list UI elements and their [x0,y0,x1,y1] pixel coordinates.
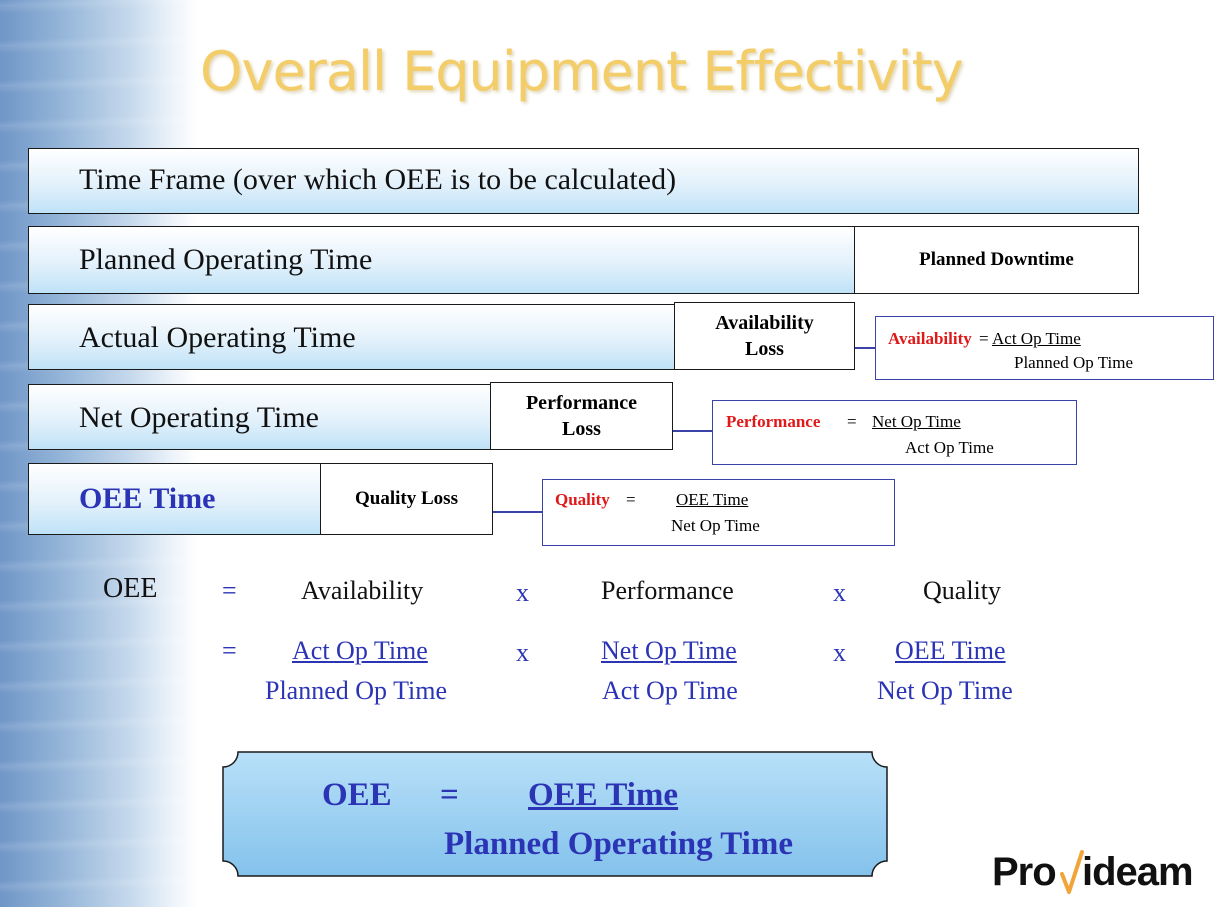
fraction3-denominator: Net Op Time [877,676,1013,705]
logo-check-icon [1060,850,1084,894]
provideam-logo: Pro ideam [992,850,1202,900]
fraction1-denominator: Planned Op Time [265,676,448,705]
summary-plaque [222,751,888,877]
oee-equation-eq-2: = [222,636,237,665]
oee-times-1: x [516,578,529,607]
oee-time-bar: OEE Time [28,463,322,535]
actual-operating-time-label: Actual Operating Time [79,321,356,354]
oee-times-4: x [833,638,846,667]
performance-loss-line2: Loss [562,418,601,440]
availability-loss-line1: Availability [715,312,814,334]
quality-formula-label: Quality [555,490,610,509]
quality-formula-eq: = [626,490,636,509]
time-frame-bar: Time Frame (over which OEE is to be calc… [28,148,1139,214]
performance-loss-line1: Performance [525,392,638,414]
sidebar-texture [0,0,198,907]
availability-formula-box: Availability = Act Op Time Planned Op Ti… [875,316,1214,380]
logo-text-right: ideam [1082,850,1194,894]
summary-numerator: OEE Time [528,777,679,813]
planned-downtime-label: Planned Downtime [919,248,1074,270]
quality-formula-denominator: Net Op Time [671,516,760,535]
performance-connector [673,430,713,432]
availability-connector [855,347,876,349]
quality-connector [493,511,543,513]
time-frame-label: Time Frame (over which OEE is to be calc… [79,163,677,196]
fraction2-denominator: Act Op Time [602,676,738,705]
quality-loss-label: Quality Loss [355,487,458,509]
summary-denominator: Planned Operating Time [444,826,793,862]
oee-time-label: OEE Time [79,482,216,515]
performance-formula-denominator: Act Op Time [905,438,994,457]
summary-eq: = [440,777,459,813]
net-operating-time-bar: Net Operating Time [28,384,492,450]
availability-formula-numerator: Act Op Time [992,329,1081,348]
availability-formula-denominator: Planned Op Time [1014,353,1134,372]
performance-formula-label: Performance [726,412,821,431]
actual-operating-time-bar: Actual Operating Time [28,304,676,370]
slide-title: Overall Equipment Effectivity [200,40,964,103]
quality-formula-box: Quality = OEE Time Net Op Time [542,479,895,546]
performance-formula-numerator: Net Op Time [872,412,961,431]
fraction2-numerator: Net Op Time [601,636,737,665]
availability-loss-box: Availability Loss [674,302,855,370]
quality-loss-box: Quality Loss [320,463,493,535]
fraction1-numerator: Act Op Time [292,636,428,665]
oee-equation-lhs: OEE [103,573,158,604]
planned-downtime-box: Planned Downtime [854,226,1139,294]
oee-times-2: x [833,578,846,607]
quality-formula-numerator: OEE Time [676,490,749,509]
net-operating-time-label: Net Operating Time [79,401,319,434]
oee-times-3: x [516,638,529,667]
planned-operating-time-label: Planned Operating Time [79,243,373,276]
oee-term-availability: Availability [301,576,424,605]
oee-term-performance: Performance [601,576,734,605]
summary-lhs: OEE [322,777,392,813]
performance-formula-eq: = [847,412,857,431]
planned-operating-time-bar: Planned Operating Time [28,226,856,294]
performance-formula-box: Performance = Net Op Time Act Op Time [712,400,1077,465]
fraction3-numerator: OEE Time [895,636,1006,665]
availability-formula-eq: = [979,329,989,348]
availability-loss-line2: Loss [745,338,784,360]
performance-loss-box: Performance Loss [490,382,673,450]
availability-formula-label: Availability [888,329,972,348]
oee-equation-eq-1: = [222,576,237,605]
logo-text-left: Pro [992,850,1057,894]
oee-term-quality: Quality [923,576,1001,605]
